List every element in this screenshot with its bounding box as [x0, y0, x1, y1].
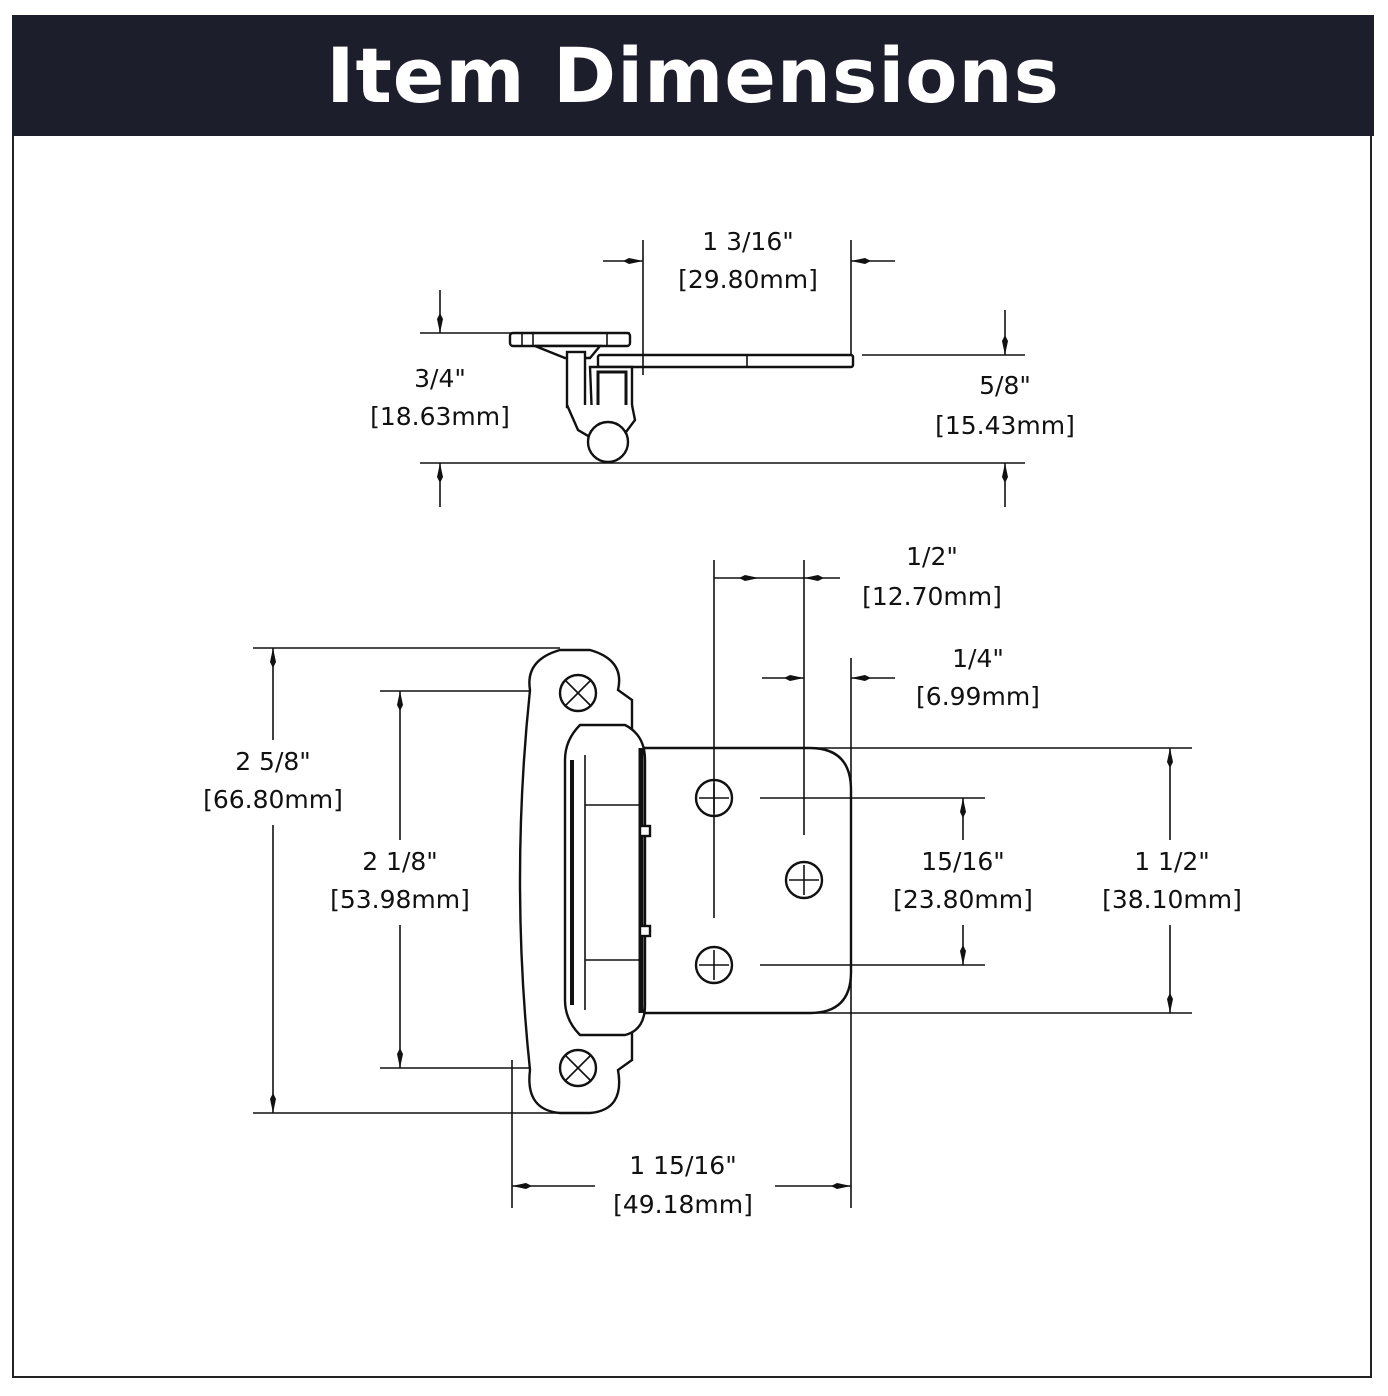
dim-leaf-height-in: 5/8" — [979, 371, 1031, 400]
hinge-side-profile — [508, 331, 855, 464]
dim-hole-spacing-h-mm: [12.70mm] — [862, 582, 1002, 611]
dim-plate-height-mm: [66.80mm] — [203, 785, 343, 814]
dim-leaf-height-mm: [15.43mm] — [935, 411, 1075, 440]
dim-overall-height-in: 3/4" — [414, 364, 466, 393]
dim-hole-edge-in: 1/4" — [952, 644, 1004, 673]
page-title: Item Dimensions — [326, 31, 1060, 120]
screw-hole — [558, 1048, 598, 1088]
header-banner: Item Dimensions — [12, 15, 1374, 136]
dim-overall-width-in: 1 15/16" — [629, 1151, 736, 1180]
front-view: 1/2" [12.70mm] 1/4" [6.99mm] 2 5/8" [66.… — [203, 542, 1242, 1219]
hinge-front — [518, 648, 853, 1115]
screw-hole — [784, 860, 824, 900]
dim-plate-hole-spacing-mm: [53.98mm] — [330, 885, 470, 914]
dim-leaf-width-mm: [29.80mm] — [678, 265, 818, 294]
dim-plate-height-in: 2 5/8" — [235, 747, 311, 776]
dim-overall-height-mm: [18.63mm] — [370, 402, 510, 431]
dim-leaf-height-mm: [38.10mm] — [1102, 885, 1242, 914]
dim-hole-spacing-v-in: 15/16" — [921, 847, 1005, 876]
dim-hole-edge-mm: [6.99mm] — [916, 682, 1040, 711]
screw-hole — [558, 673, 598, 713]
screw-hole — [694, 945, 734, 985]
dim-plate-hole-spacing-in: 2 1/8" — [362, 847, 438, 876]
dim-hole-spacing-h-in: 1/2" — [906, 542, 958, 571]
dim-leaf-height-in: 1 1/2" — [1134, 847, 1210, 876]
top-view: 1 3/16" [29.80mm] 3/4" [18.63mm] 5/8" [1… — [370, 227, 1075, 507]
dim-overall-width-mm: [49.18mm] — [613, 1190, 753, 1219]
dim-leaf-width-in: 1 3/16" — [702, 227, 794, 256]
dim-hole-spacing-v-mm: [23.80mm] — [893, 885, 1033, 914]
